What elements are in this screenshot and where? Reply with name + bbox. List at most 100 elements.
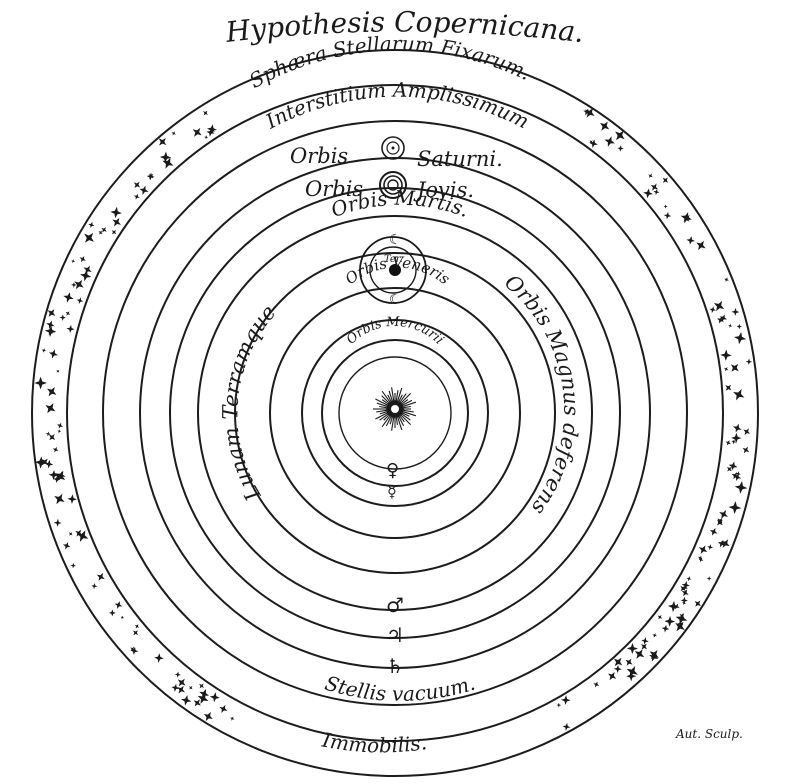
fixed-star-icon	[714, 516, 726, 529]
fixed-star-icon	[652, 188, 661, 196]
sun-ray	[379, 405, 387, 409]
sun-ray	[398, 394, 403, 402]
jupiter-symbol-icon: ♃	[386, 623, 404, 647]
mercury-symbol-icon: ☿	[387, 482, 397, 501]
fixed-star-icon	[727, 360, 743, 376]
earth-label: Ter.	[384, 254, 403, 265]
fixed-star-icon	[40, 347, 47, 354]
sun-ray	[401, 413, 411, 421]
fixed-star-icon	[708, 526, 720, 538]
fixed-star-icon	[710, 297, 728, 315]
jupiter-orbit-label-left: Orbis	[305, 177, 363, 201]
fixed-star-icon	[55, 368, 61, 375]
sun-ray	[402, 399, 413, 406]
fixed-star-icon	[229, 715, 236, 722]
fixed-star-icon	[203, 134, 209, 140]
fixed-star-icon	[723, 276, 730, 283]
fixed-star-icon	[94, 570, 108, 584]
fixed-star-icon	[640, 636, 650, 646]
fixed-star-icon	[55, 421, 65, 430]
sun-ray	[401, 415, 411, 425]
fixed-star-icon	[556, 702, 562, 708]
fixed-star-icon	[75, 296, 85, 305]
fixed-star-icon	[174, 671, 182, 679]
fixed-star-icon	[174, 683, 188, 697]
sun-ray	[401, 393, 411, 403]
fixed-star-icon	[602, 134, 617, 149]
fixed-star-icon	[616, 144, 625, 153]
jupiter-orbit-ring	[169, 187, 621, 639]
fixed-star-icon	[65, 324, 76, 334]
fixed-star-icon	[642, 187, 654, 200]
fixed-star-icon	[77, 254, 88, 264]
fixed-star-icon	[611, 126, 629, 145]
fixed-star-icon	[47, 347, 60, 360]
fixed-star-icon	[132, 192, 141, 201]
fixed-star-icon	[740, 444, 752, 456]
fixed-star-icon	[90, 582, 98, 590]
fixed-star-icon	[67, 493, 78, 505]
fixed-star-icon	[130, 627, 141, 638]
fixed-star-icon	[651, 632, 658, 639]
engraver-signature: Aut. Sculp.	[676, 727, 743, 741]
fixed-star-icon	[648, 181, 661, 193]
fixed-star-icon	[588, 138, 599, 149]
sun-ray	[403, 409, 414, 413]
fixed-star-icon	[113, 599, 124, 611]
venus-orbit-ring	[301, 319, 489, 507]
mercury-orbit-label: Orbis Mercurii	[344, 315, 447, 348]
moon-top-icon: ☾	[389, 232, 402, 248]
great-orbit-outer-ring	[234, 252, 556, 574]
fixed-star-icon	[706, 576, 712, 581]
sun-ray	[375, 398, 388, 406]
sun-ray	[376, 402, 387, 407]
fixed-star-icon	[201, 108, 210, 118]
fixed-star-icon	[197, 681, 207, 691]
sun-ray	[381, 395, 389, 403]
great-orbit-label: Orbis Magnus deferens	[500, 270, 583, 520]
sun-ray	[387, 394, 392, 402]
sun-ray	[395, 417, 399, 425]
fixed-star-icon	[664, 615, 676, 628]
fixed-star-icon	[108, 609, 116, 617]
sun-ray	[401, 399, 409, 405]
stars-inner-ring	[66, 84, 724, 742]
fixed-star-icon	[80, 228, 99, 247]
fixed-star-icon	[51, 445, 60, 454]
fixed-star-icon	[731, 422, 744, 435]
fixed-star-icon	[217, 702, 230, 715]
sun-ray	[381, 399, 389, 405]
fixed-star-icon	[722, 365, 730, 373]
fixed-star-icon	[693, 237, 709, 254]
moon-bottom-icon: ☾	[389, 292, 402, 308]
fixed-star-icon	[741, 426, 753, 438]
sun-ray	[379, 413, 389, 421]
fixed-star-icon	[61, 540, 72, 551]
fixed-star-icon	[179, 693, 193, 707]
jupiter-planet-icon	[379, 171, 407, 199]
interstitium-label: Interstitium Amplissimum	[261, 78, 533, 134]
fixed-star-icon	[70, 258, 76, 264]
sun-ray	[403, 411, 417, 417]
sun-ray	[397, 417, 403, 431]
fixed-star-icon	[729, 470, 741, 481]
fixed-star-icon	[137, 184, 151, 197]
fixed-star-icon	[170, 130, 177, 137]
sun-ray	[391, 417, 395, 431]
sun-ray	[383, 415, 389, 421]
fixed-star-icon	[660, 624, 671, 634]
fixed-star-icon	[722, 381, 735, 394]
mars-symbol-icon: ♂	[386, 593, 404, 617]
fixed-star-icon	[109, 215, 124, 230]
saturn-symbol-icon: ♄	[386, 654, 404, 678]
fixed-star-icon	[187, 684, 195, 692]
mars-orbit-ring	[197, 215, 593, 611]
fixed-star-icon	[119, 614, 125, 621]
earth-moon-system: Ter. ☾ ☾	[359, 232, 427, 308]
fixed-star-icon	[685, 575, 693, 582]
fixed-star-icon	[646, 172, 655, 180]
fixed-star-icon	[133, 622, 141, 630]
sun-ray	[385, 416, 392, 427]
fixed-star-icon	[53, 518, 62, 528]
